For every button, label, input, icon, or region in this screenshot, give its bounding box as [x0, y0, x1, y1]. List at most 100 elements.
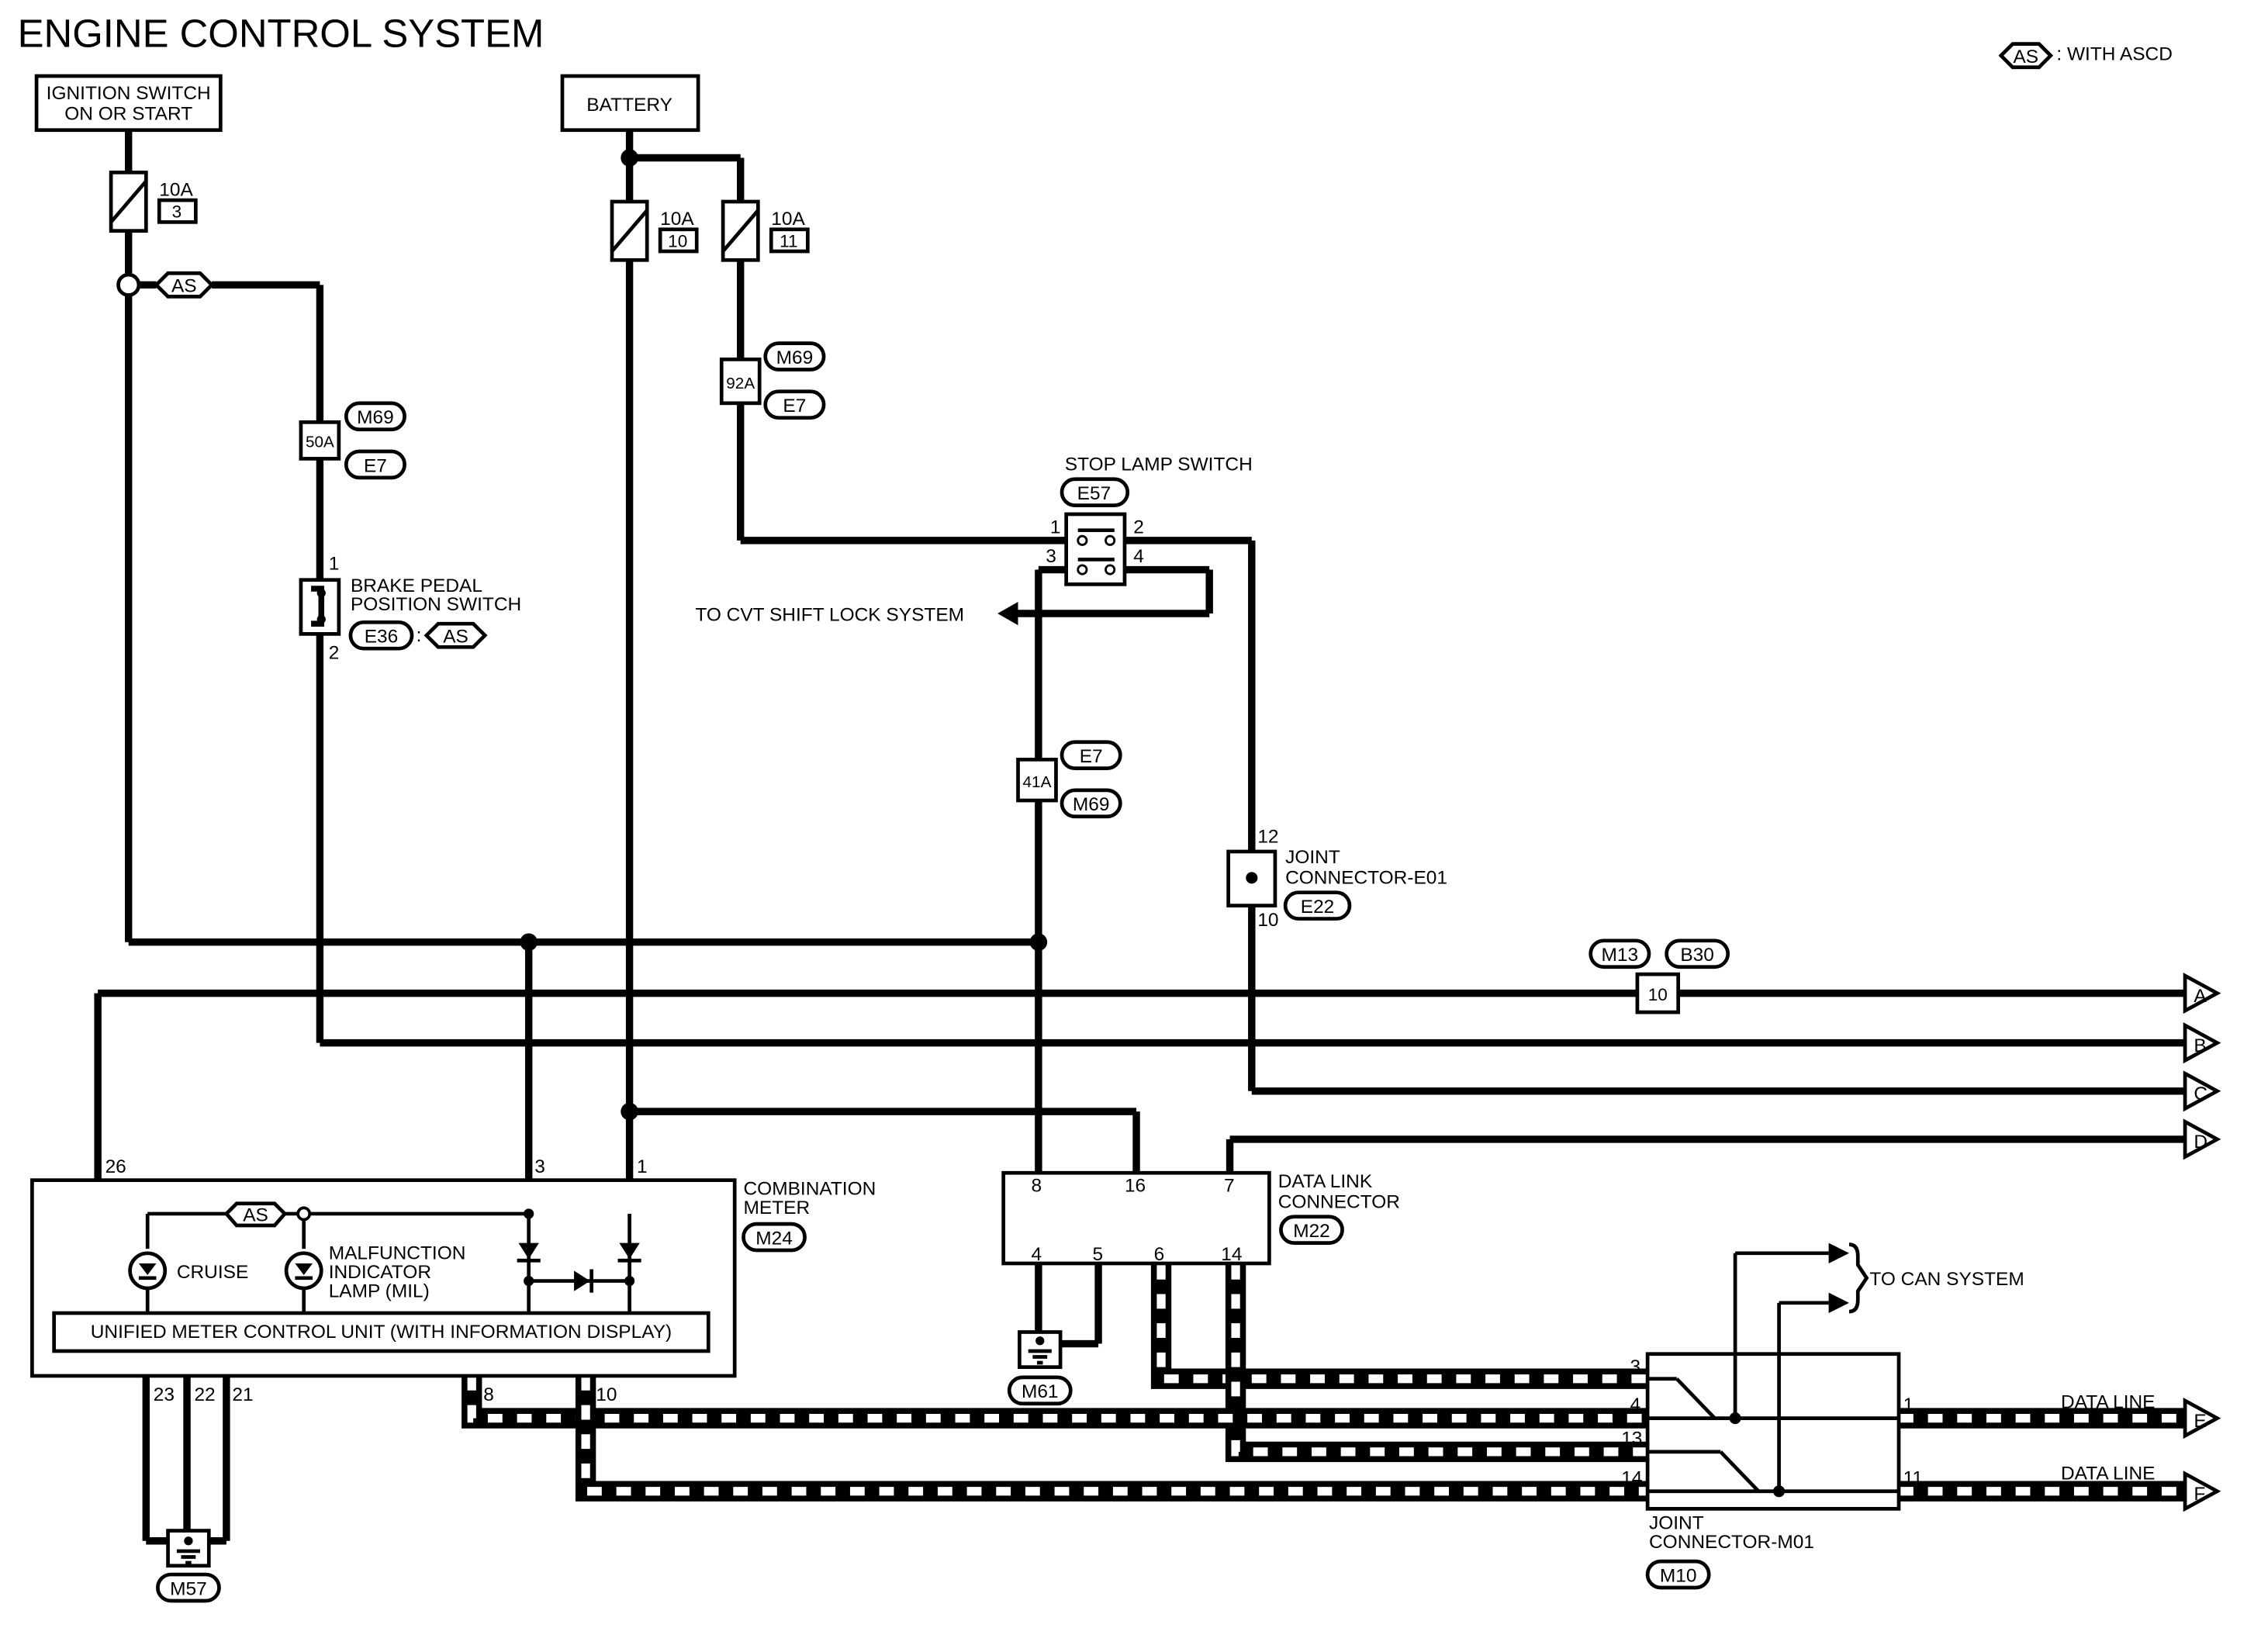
svg-text:M10: M10 — [1660, 1565, 1697, 1586]
svg-text:COMBINATION: COMBINATION — [743, 1178, 876, 1199]
svg-text:3: 3 — [1046, 546, 1056, 567]
wires — [94, 130, 2186, 1545]
svg-text:10A: 10A — [159, 179, 193, 200]
svg-text:3: 3 — [534, 1156, 545, 1177]
svg-text:M69: M69 — [357, 407, 394, 428]
svg-text:AS: AS — [443, 627, 468, 648]
svg-text:1: 1 — [637, 1156, 648, 1177]
svg-text:BATTERY: BATTERY — [586, 95, 672, 116]
svg-text:F: F — [2194, 1484, 2205, 1505]
svg-text:METER: METER — [743, 1198, 810, 1218]
svg-text:10A: 10A — [660, 209, 694, 230]
legend-as-tag: AS — [2013, 47, 2038, 67]
fuse-10: 10A 10 — [610, 199, 699, 262]
legend-text: : WITH ASCD — [2056, 43, 2173, 64]
svg-text::: : — [417, 625, 422, 646]
svg-text:10: 10 — [668, 231, 687, 251]
battery-box: BATTERY — [560, 74, 700, 133]
svg-text:12: 12 — [1257, 827, 1278, 848]
terminal-b: B — [2183, 1022, 2221, 1064]
svg-text:M57: M57 — [170, 1578, 207, 1599]
combination-meter: 26 3 1 COMBINATION METER M24 AS CRUISE — [30, 1156, 876, 1405]
svg-text:A: A — [2194, 986, 2207, 1007]
data-lines — [462, 1264, 2186, 1502]
svg-text:B: B — [2194, 1035, 2206, 1056]
ground-m61: M61 — [1007, 1330, 1073, 1406]
svg-text:23: 23 — [154, 1384, 175, 1405]
svg-text:26: 26 — [105, 1156, 126, 1177]
svg-text:DATA LINK: DATA LINK — [1278, 1171, 1373, 1192]
svg-text:11: 11 — [780, 231, 797, 251]
data-line-label-e: DATA LINE — [2061, 1391, 2155, 1412]
data-link-connector: 8 16 7 4 5 6 14 DATA LINK CONNECTOR M22 — [1001, 1170, 1400, 1266]
terminal-c: C — [2183, 1070, 2221, 1112]
cruise-label: CRUISE — [177, 1262, 248, 1283]
can-system-label: TO CAN SYSTEM — [1869, 1269, 2024, 1290]
stop-lamp-switch: STOP LAMP SWITCH E57 1 2 3 4 — [1046, 454, 1253, 586]
svg-text:B30: B30 — [1680, 945, 1714, 966]
svg-text:CONNECTOR: CONNECTOR — [1278, 1191, 1400, 1212]
inline-10: 10 M13 B30 — [1589, 938, 1730, 1014]
inline-92a: 92A M69 E7 — [719, 341, 826, 420]
svg-text:1: 1 — [329, 554, 340, 575]
as-tag-ignition: AS — [154, 271, 215, 299]
joint-connector-m01: 3 4 13 14 1 11 JOINT CONNECTOR-M01 M10 — [1621, 1352, 1923, 1590]
inline-50a: 50A M69 E7 — [299, 401, 406, 480]
svg-text:4: 4 — [1031, 1244, 1042, 1265]
svg-text:BRAKE PEDAL: BRAKE PEDAL — [351, 575, 482, 596]
svg-text:41A: 41A — [1023, 773, 1052, 791]
terminal-a: A — [2183, 973, 2221, 1014]
svg-text:6: 6 — [1154, 1244, 1165, 1265]
svg-text:7: 7 — [1224, 1176, 1235, 1197]
svg-text:3: 3 — [172, 202, 182, 222]
svg-text:10: 10 — [1648, 985, 1668, 1004]
svg-text:E7: E7 — [364, 455, 387, 476]
svg-text:1: 1 — [1903, 1395, 1914, 1415]
svg-text:E36: E36 — [365, 627, 399, 648]
joint-connector-e01: 12 10 JOINT CONNECTOR-E01 E22 — [1226, 827, 1447, 931]
fuse-3: 10A 3 — [109, 170, 198, 233]
svg-text:LAMP (MIL): LAMP (MIL) — [329, 1280, 430, 1301]
brake-pedal-position-switch: 1 2 BRAKE PEDAL POSITION SWITCH E36 : AS — [299, 554, 521, 663]
ground-m57: M57 — [156, 1529, 221, 1603]
terminal-d: D — [2183, 1118, 2221, 1160]
cvt-label: TO CVT SHIFT LOCK SYSTEM — [695, 604, 964, 625]
svg-text:MALFUNCTION: MALFUNCTION — [329, 1242, 466, 1263]
svg-text:POSITION SWITCH: POSITION SWITCH — [351, 594, 521, 615]
svg-text:AS: AS — [171, 276, 197, 297]
svg-text:CONNECTOR-E01: CONNECTOR-E01 — [1285, 867, 1447, 888]
svg-text:2: 2 — [329, 642, 340, 663]
svg-text:8: 8 — [1031, 1176, 1042, 1197]
svg-text:D: D — [2194, 1132, 2207, 1153]
svg-text:M69: M69 — [1073, 794, 1110, 815]
legend-as-tag-shape — [1998, 42, 2054, 70]
svg-text:M22: M22 — [1293, 1221, 1330, 1242]
inline-41a: 41A E7 M69 — [1016, 740, 1122, 819]
svg-text:3: 3 — [1630, 1357, 1641, 1377]
svg-text:11: 11 — [1903, 1467, 1923, 1488]
svg-text:M61: M61 — [1022, 1381, 1059, 1402]
svg-text:JOINT: JOINT — [1285, 847, 1340, 868]
svg-text:2: 2 — [1133, 517, 1144, 537]
svg-text:IGNITION SWITCH: IGNITION SWITCH — [47, 83, 211, 104]
svg-text:92A: 92A — [726, 375, 755, 392]
svg-text:C: C — [2194, 1083, 2207, 1104]
svg-text:13: 13 — [1621, 1428, 1642, 1449]
svg-text:10: 10 — [1257, 910, 1278, 931]
svg-text:ON OR START: ON OR START — [64, 104, 192, 125]
data-line-label-f: DATA LINE — [2061, 1464, 2155, 1484]
svg-text:E7: E7 — [1080, 746, 1103, 767]
svg-text:E57: E57 — [1077, 483, 1111, 504]
terminal-e: E — [2183, 1398, 2221, 1439]
svg-text:10A: 10A — [771, 209, 805, 230]
svg-text:CONNECTOR-M01: CONNECTOR-M01 — [1649, 1532, 1814, 1553]
ignition-switch-box: IGNITION SWITCH ON OR START — [34, 74, 223, 133]
svg-text:14: 14 — [1621, 1467, 1642, 1488]
svg-text:14: 14 — [1221, 1244, 1242, 1265]
svg-text:5: 5 — [1093, 1244, 1104, 1265]
svg-text:50A: 50A — [306, 433, 334, 451]
splices — [116, 149, 1048, 1121]
page-title: ENGINE CONTROL SYSTEM — [18, 11, 545, 55]
svg-text:M13: M13 — [1602, 945, 1639, 966]
